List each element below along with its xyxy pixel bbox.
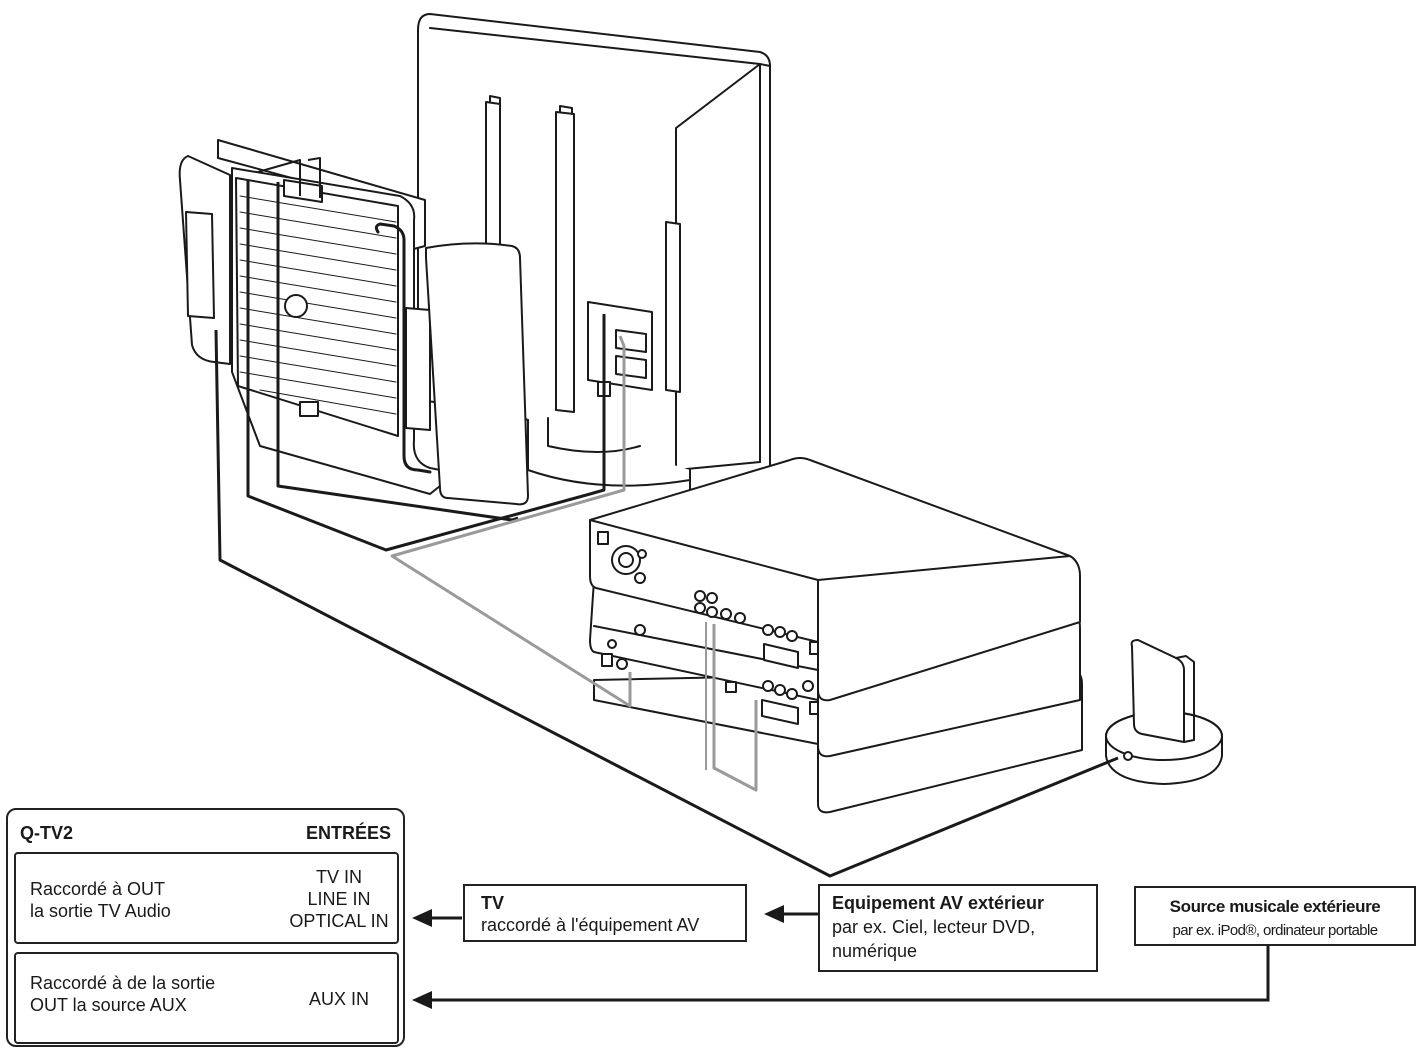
aux-row-desc-line2: OUT la source AUX: [30, 995, 187, 1015]
av-box-line2: numérique: [832, 941, 918, 961]
qtv2-title: Q-TV2: [20, 823, 74, 843]
av-equipment-box: Equipement AV extérieur par ex. Ciel, le…: [818, 884, 1098, 972]
flow-arrows: [412, 905, 1270, 1009]
aux-inputs-row: Raccordé à de la sortie OUT la source AU…: [14, 952, 399, 1044]
tv-in-label: TV IN: [315, 867, 362, 887]
av-box-title: Equipement AV extérieur: [832, 893, 1045, 913]
inputs-header: ENTRÉES: [305, 823, 391, 843]
cables: [214, 157, 1119, 878]
tv-row-desc-line2: la sortie TV Audio: [30, 901, 171, 921]
qtv2-inputs-panel: Q-TV2 ENTRÉES Raccordé à OUT la sortie T…: [6, 808, 405, 1047]
qtv2-speaker-illustration: [178, 155, 441, 495]
tv-row-desc-line1: Raccordé à OUT: [30, 879, 166, 899]
tv-source-box: TV raccordé à l'équipement AV: [463, 884, 747, 942]
aux-in-label: AUX IN: [308, 989, 369, 1009]
av-equipment-illustration: [589, 457, 1083, 814]
av-box-line1: par ex. Ciel, lecteur DVD,: [832, 917, 1036, 937]
line-in-label: LINE IN: [307, 889, 371, 909]
optical-in-label: OPTICAL IN: [289, 911, 389, 931]
tv-box-title: TV: [481, 893, 505, 913]
music-box-line1: par ex. iPod®, ordinateur portable: [1172, 922, 1379, 939]
tv-box-subtitle: raccordé à l'équipement AV: [481, 915, 700, 935]
aux-row-desc-line1: Raccordé à de la sortie: [30, 973, 216, 993]
music-source-box: Source musicale extérieure par ex. iPod®…: [1134, 886, 1416, 946]
music-box-title: Source musicale extérieure: [1169, 897, 1381, 916]
tv-inputs-row: Raccordé à OUT la sortie TV Audio TV IN …: [14, 852, 399, 944]
ipod-dock-illustration: [1105, 639, 1223, 785]
wall-panel-illustration: [425, 242, 529, 506]
